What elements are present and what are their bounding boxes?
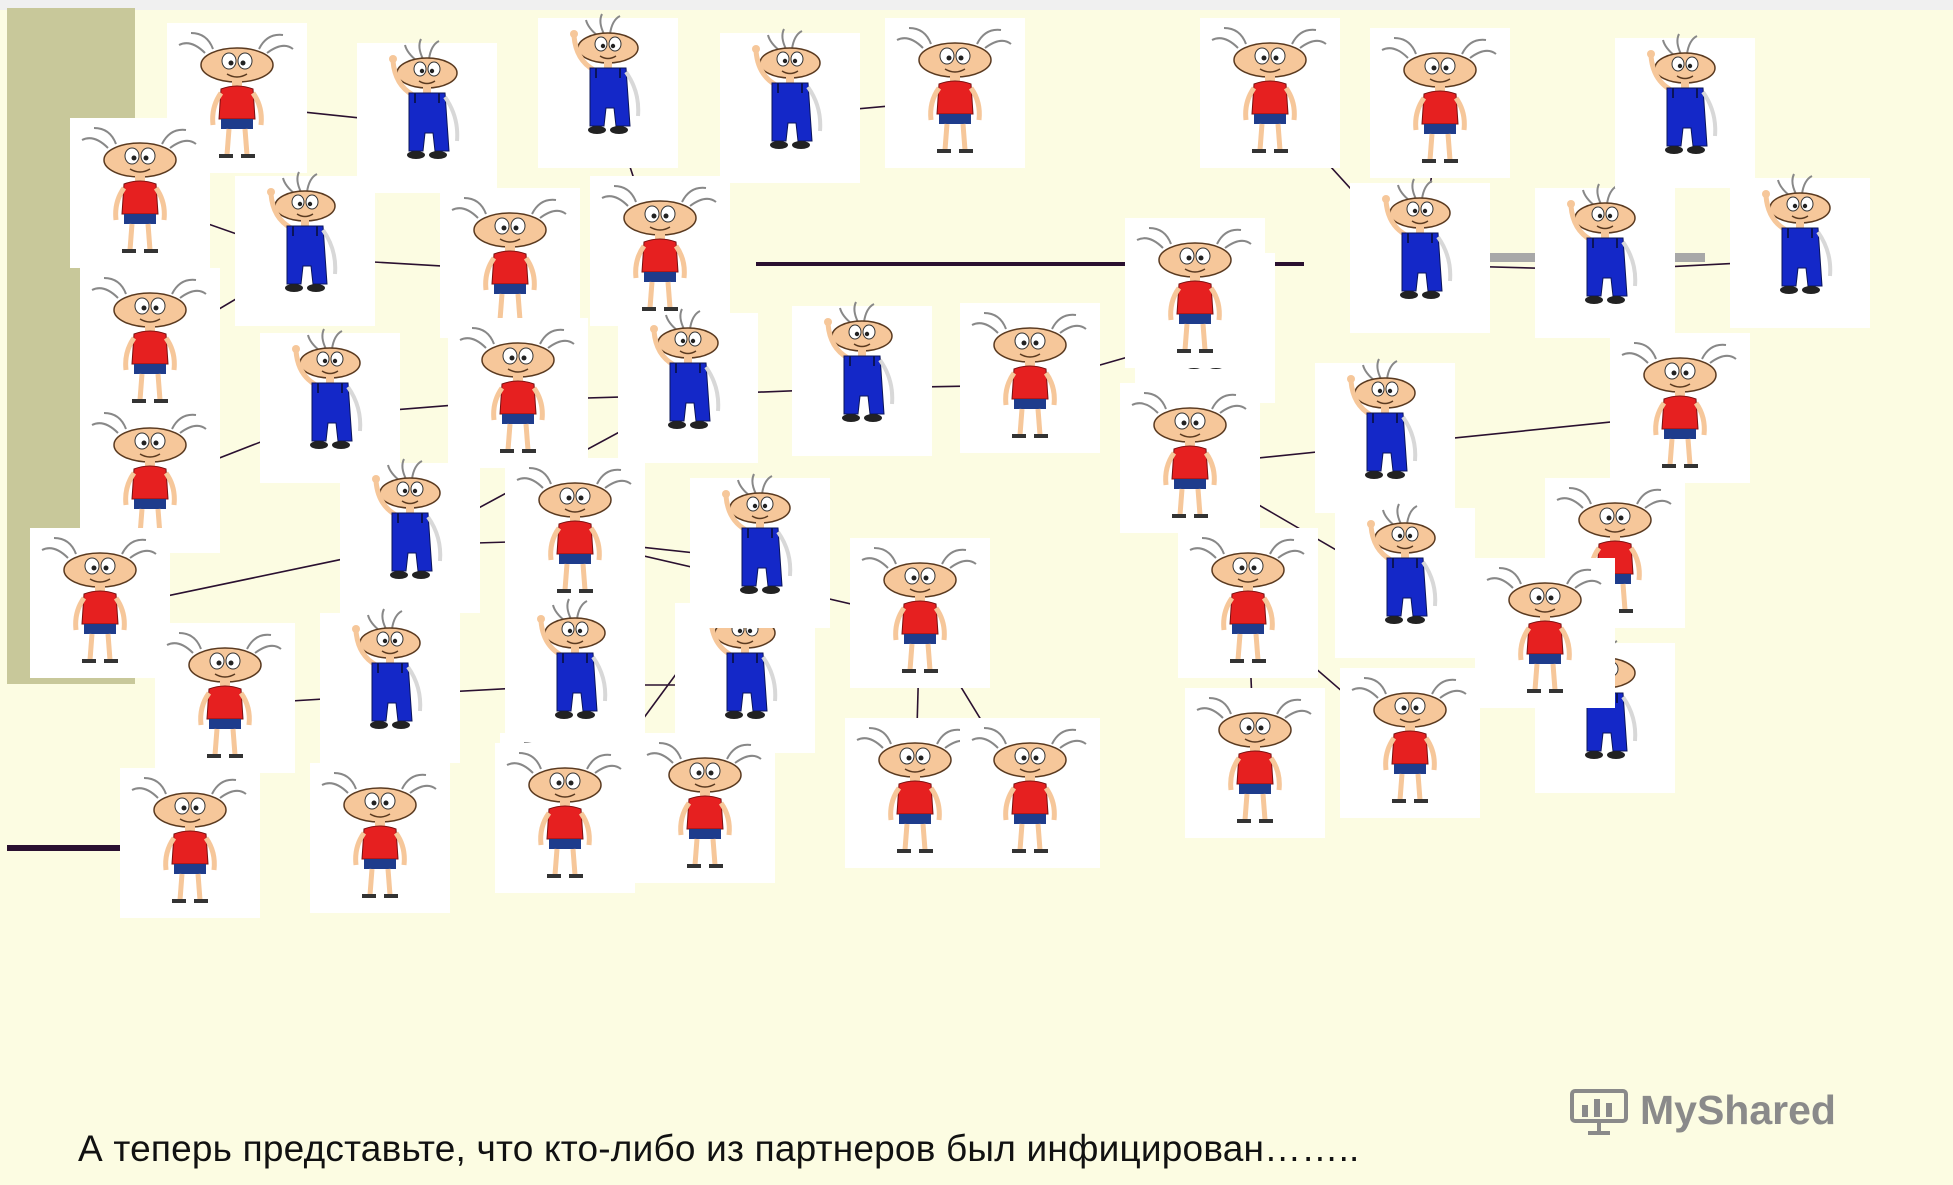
character-blue-overalls bbox=[1315, 359, 1455, 513]
character-blue-overalls bbox=[690, 474, 830, 628]
character-red-shirt bbox=[1185, 688, 1325, 838]
character-blue-overalls bbox=[1535, 184, 1675, 338]
character-red-shirt bbox=[155, 623, 295, 773]
character-red-shirt bbox=[590, 176, 730, 326]
character-red-shirt bbox=[70, 118, 210, 268]
character-red-shirt bbox=[1120, 383, 1260, 533]
slide-caption: А теперь представьте, что кто-либо из па… bbox=[78, 1128, 1360, 1169]
character-blue-overalls bbox=[538, 14, 678, 168]
character-red-shirt bbox=[960, 718, 1100, 868]
character-blue-overalls bbox=[618, 309, 758, 463]
character-blue-overalls bbox=[340, 459, 480, 613]
character-red-shirt bbox=[1340, 668, 1480, 818]
character-blue-overalls bbox=[1730, 174, 1870, 328]
character-red-shirt bbox=[30, 528, 170, 678]
character-red-shirt bbox=[80, 268, 220, 418]
top-strip bbox=[0, 0, 1953, 10]
character-blue-overalls bbox=[357, 39, 497, 193]
character-red-shirt bbox=[120, 768, 260, 918]
presentation-board-icon bbox=[1570, 1089, 1628, 1135]
character-red-shirt bbox=[1200, 18, 1340, 168]
character-blue-overalls bbox=[1615, 34, 1755, 188]
character-red-shirt bbox=[310, 763, 450, 913]
character-red-shirt bbox=[635, 733, 775, 883]
character-red-shirt bbox=[850, 538, 990, 688]
character-red-shirt bbox=[960, 303, 1100, 453]
character-red-shirt bbox=[1370, 28, 1510, 178]
character-red-shirt bbox=[495, 743, 635, 893]
character-blue-overalls bbox=[320, 609, 460, 763]
partner-figures bbox=[30, 14, 1870, 918]
character-blue-overalls bbox=[1335, 504, 1475, 658]
left-divider-line bbox=[7, 845, 135, 851]
character-red-shirt bbox=[440, 188, 580, 338]
character-red-shirt bbox=[885, 18, 1025, 168]
character-red-shirt bbox=[448, 318, 588, 468]
watermark: MyShared bbox=[1568, 1082, 1836, 1138]
character-blue-overalls bbox=[1350, 179, 1490, 333]
character-red-shirt bbox=[505, 458, 645, 608]
top-divider-line bbox=[756, 262, 1304, 266]
character-blue-overalls bbox=[505, 599, 645, 753]
character-blue-overalls bbox=[792, 302, 932, 456]
character-red-shirt bbox=[1178, 528, 1318, 678]
character-red-shirt bbox=[1610, 333, 1750, 483]
character-red-shirt bbox=[1475, 558, 1615, 708]
character-blue-overalls bbox=[720, 29, 860, 183]
character-blue-overalls bbox=[260, 329, 400, 483]
watermark-text: MyShared bbox=[1640, 1086, 1836, 1133]
character-red-shirt bbox=[1125, 218, 1265, 368]
character-blue-overalls bbox=[235, 172, 375, 326]
